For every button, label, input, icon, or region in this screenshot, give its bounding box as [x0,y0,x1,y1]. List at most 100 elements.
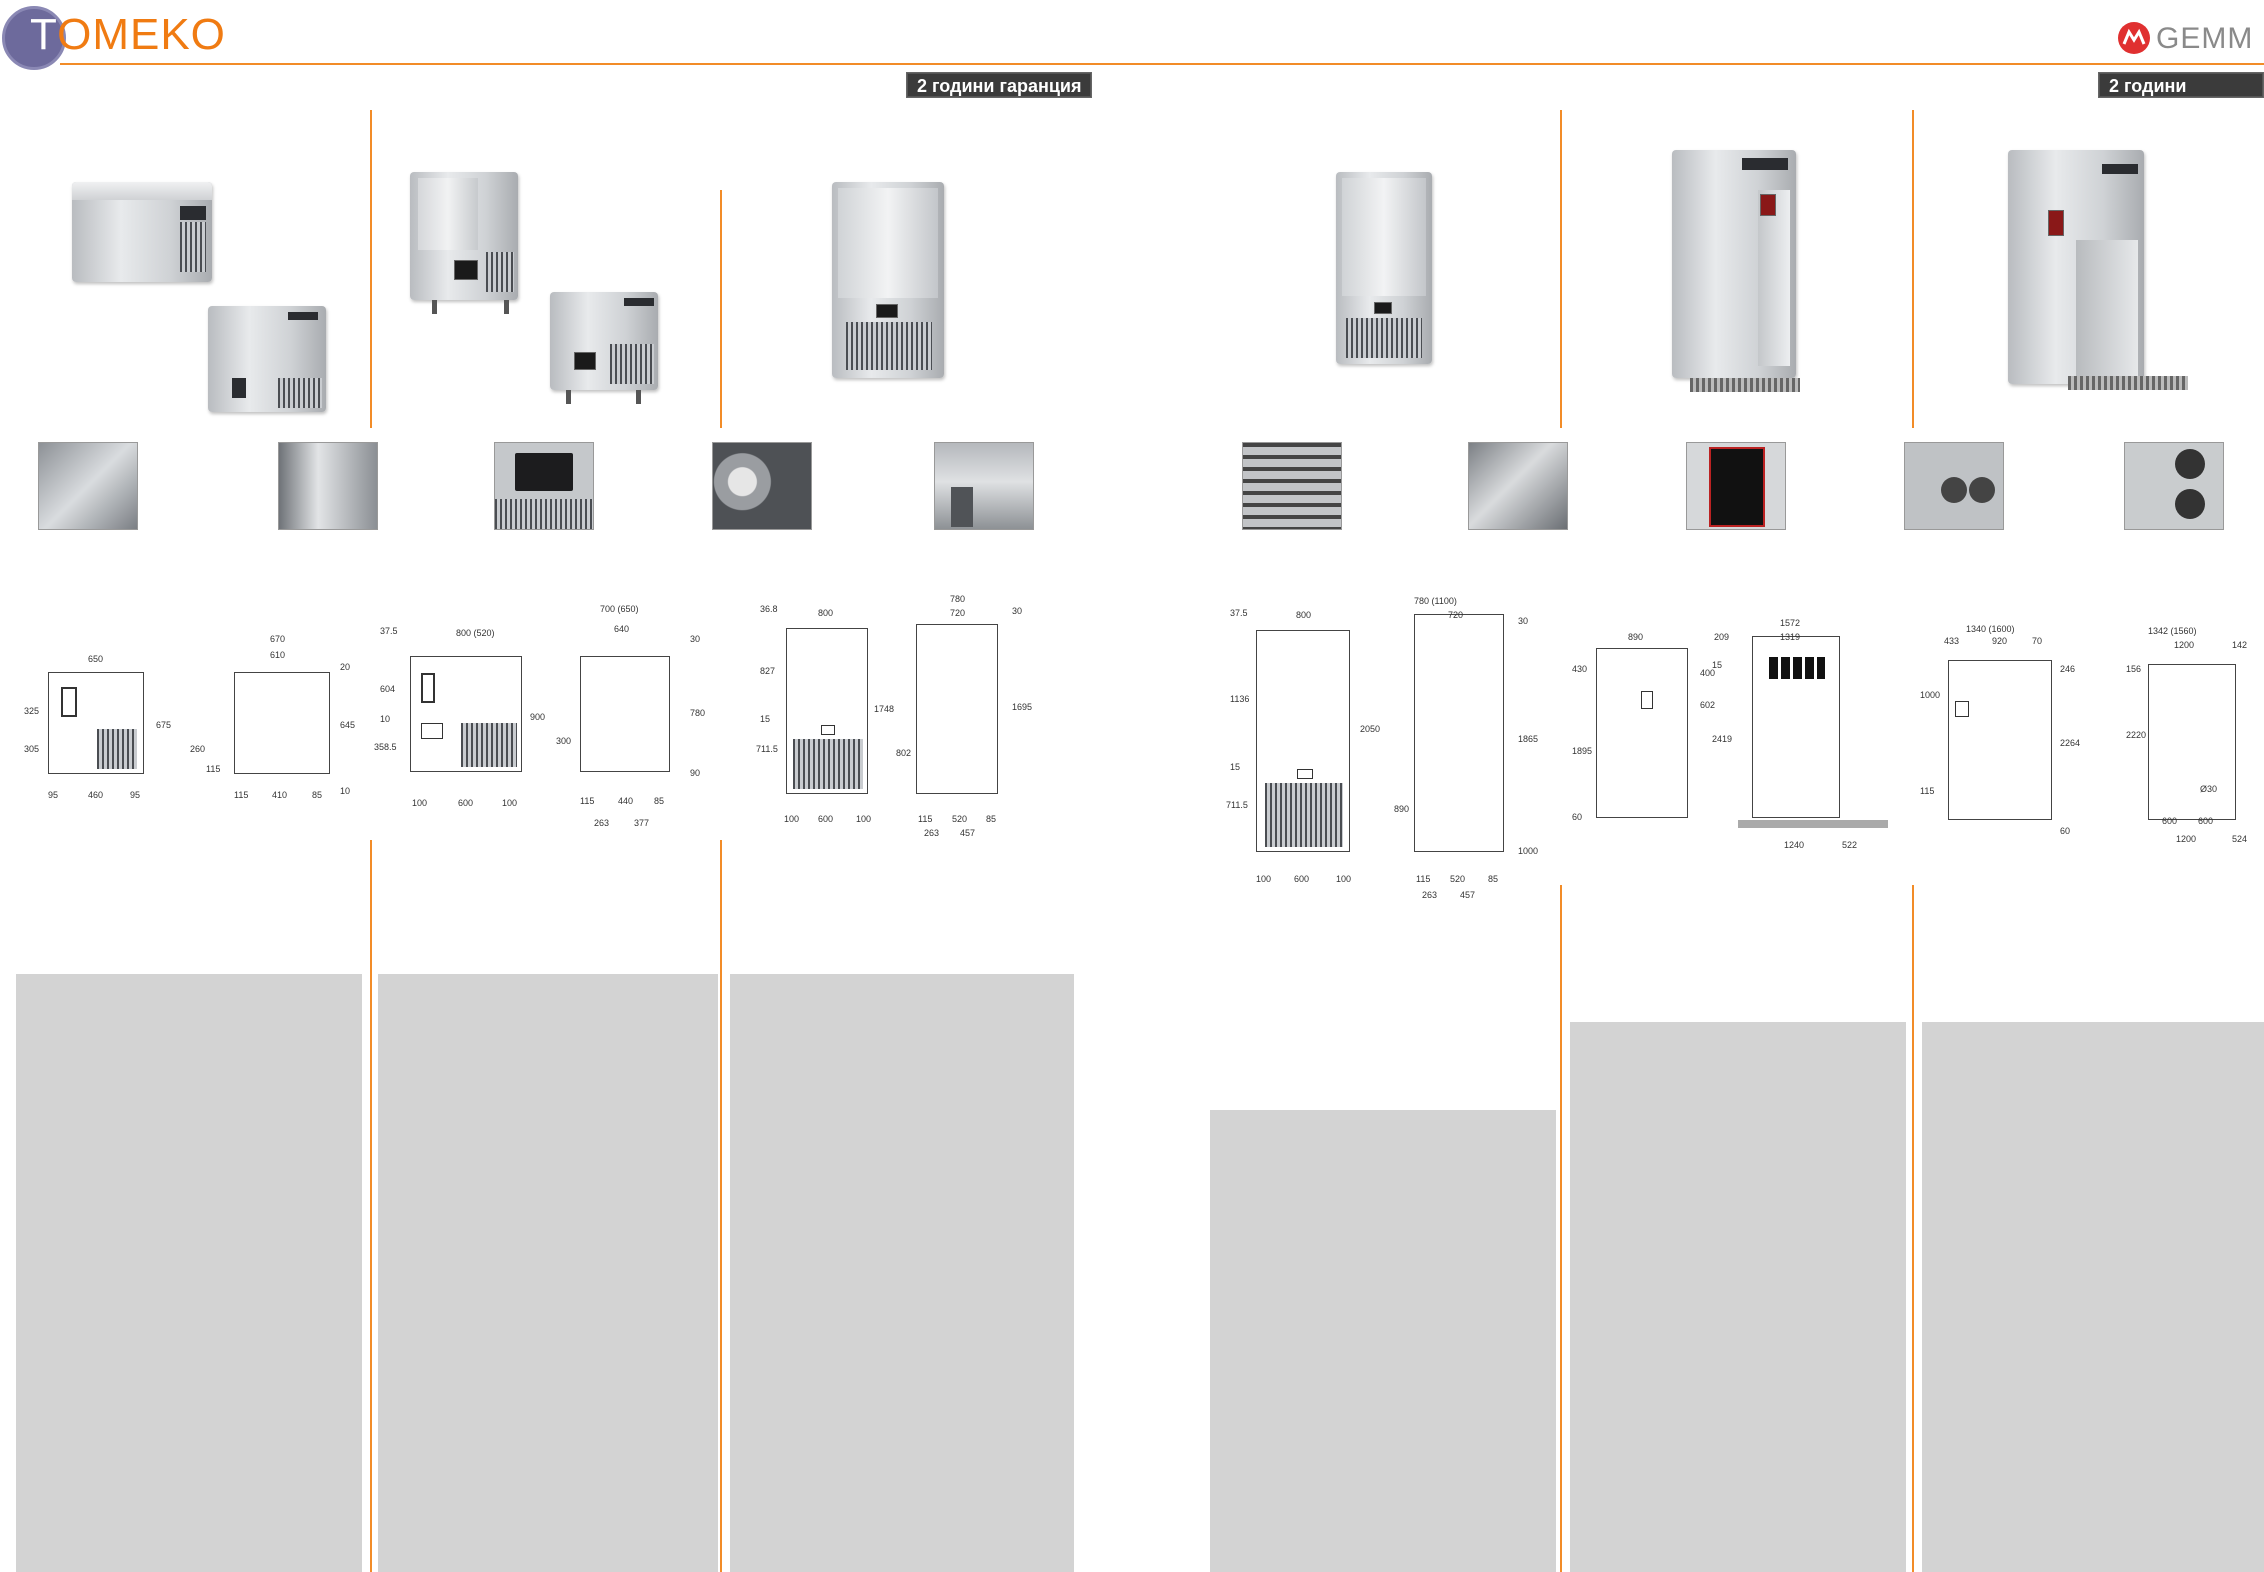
dim-label: 1240 [1784,840,1805,850]
dim-label: 1748 [874,704,895,714]
dim-label: 2419 [1712,734,1733,744]
dim-label: 1000 [1920,690,1941,700]
dim-label: 890 [1394,804,1410,814]
vent-grill [461,723,517,767]
drawing-front-10tray [786,628,868,794]
spec-panel-1 [16,974,362,1572]
fan-icon [2175,449,2205,479]
dim-label: 600 [1294,874,1310,884]
dim-label: 85 [654,796,665,806]
dim-label: 610 [270,650,286,660]
dim-label: 115 [1920,786,1935,796]
dim-label: 263 [594,818,610,828]
dim-label: 900 [530,712,546,722]
divider [720,840,722,1572]
control-panel [1297,769,1313,779]
door [1342,178,1426,296]
dim-label: 10 [380,714,391,724]
dim-label: 30 [1012,606,1023,616]
dim-label: 920 [1992,636,2008,646]
dim-label: 115 [206,764,221,774]
dim-label: 711.5 [756,744,778,754]
dim-label: 650 [88,654,104,664]
divider [1912,885,1914,1572]
dim-label: 1342 (1560) [2148,626,2197,636]
dim-label: 800 [1296,610,1312,620]
logo-circle-icon [2,6,66,70]
control-panel [232,378,246,398]
drawing-side-countertop [234,672,330,774]
dim-label: 430 [1572,664,1588,674]
dim-label: 711.5 [1226,800,1248,810]
display-screen [1760,194,1776,216]
dim-label: 2050 [1360,724,1381,734]
vent-grill [278,378,322,408]
side-door [1758,190,1790,366]
dim-label: 602 [1700,700,1716,710]
vent-grill [486,252,514,292]
thumb-door-handle [1468,442,1568,530]
ramp [2068,376,2188,390]
dim-label: 1136 [1230,694,1250,704]
vent-grill [1346,318,1422,358]
dim-label: 305 [24,744,40,754]
dim-label: 90 [690,768,701,778]
dim-label: 410 [272,790,288,800]
dim-label: 600 [818,814,834,824]
dim-label: 209 [1714,632,1730,642]
leg [504,300,509,314]
product-image-countertop-2 [208,306,326,412]
brand-plate [624,298,654,306]
dim-label: 1200 [2176,834,2197,844]
panel-display [515,453,573,491]
door-handle [61,687,77,717]
product-image-rollin-2 [2008,150,2144,384]
divider [1912,110,1914,428]
door [838,188,938,298]
brand-plate [1742,158,1788,170]
dim-label: 37.5 [1230,608,1248,618]
dim-label: 115 [918,814,933,824]
leg-foot [951,487,973,527]
brand-plate [2102,164,2138,174]
dim-label: 1000 [1518,846,1539,856]
dim-label: 100 [502,798,518,808]
dim-label: Ø30 [2200,784,2218,794]
ramp [1690,378,1800,392]
dim-label: 780 [690,708,706,718]
dim-label: 800 (520) [456,628,495,638]
spec-panel-6 [1922,1022,2264,1572]
drawing-side-15tray [1414,614,1504,852]
dim-label: 100 [856,814,872,824]
dim-label: 358.5 [374,742,397,752]
control-panel [421,723,443,739]
door-handle [421,673,435,703]
drawing-front-5tray [410,656,522,772]
dim-label: 60 [2060,826,2071,836]
dim-label: 60 [1572,812,1583,822]
dim-label: 325 [24,706,40,716]
display-screen [454,260,478,280]
drawing-side-10tray [916,624,998,794]
display-screen [574,352,596,370]
vent-grill [97,729,137,769]
dim-label: 246 [2060,664,2076,674]
dim-label: 100 [1336,874,1352,884]
dim-label: 15 [1712,660,1723,670]
vent-grill [610,344,654,384]
dim-label: 263 [924,828,940,838]
thumb-hinge [38,442,138,530]
dim-label: 85 [986,814,997,824]
dim-label: 142 [2232,640,2248,650]
leg [636,390,641,404]
spec-panel-5 [1570,1022,1906,1572]
vent-grill [180,222,206,272]
dim-label: 263 [1422,890,1438,900]
dim-label: 700 (650) [600,604,639,614]
vent-grill [1265,783,1343,847]
display-screen [1374,302,1392,314]
thumb-tray-rack [1242,442,1342,530]
dim-label: 600 [458,798,474,808]
leg [432,300,437,314]
control-panel [1955,701,1969,717]
